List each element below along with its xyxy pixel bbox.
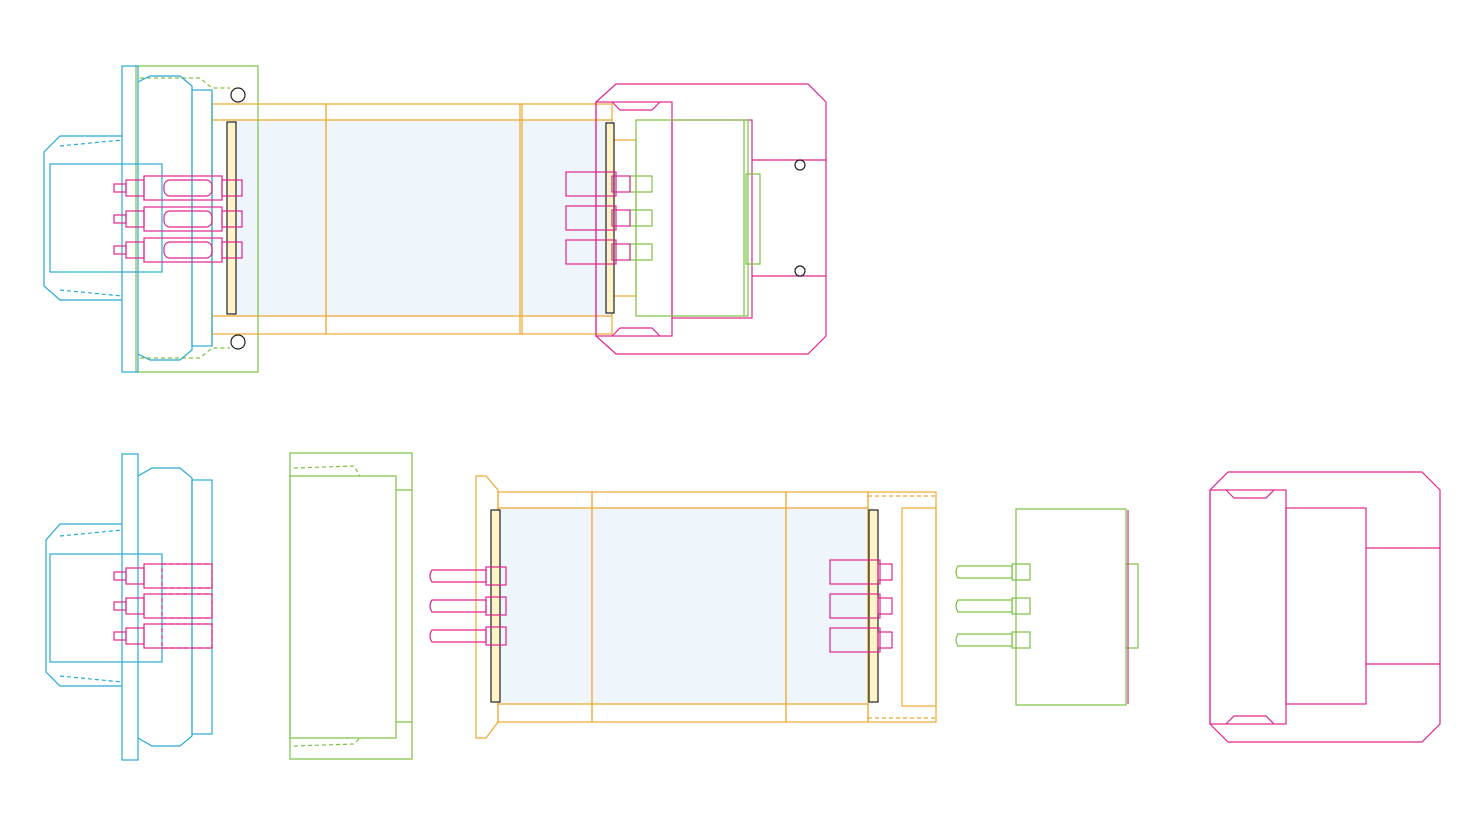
exploded-right-gasket — [868, 509, 879, 703]
exploded-green-pin-insert — [955, 508, 1139, 706]
assembled-orange-adapter-body — [211, 103, 637, 335]
exploded-orange-adapter-body — [429, 475, 937, 739]
exploded-left-pins — [429, 566, 507, 646]
exploded-magenta-cap — [1209, 471, 1441, 743]
assembled-green-pin-insert — [629, 119, 761, 317]
assembled-right-gasket — [605, 122, 615, 314]
assembled-left-gasket — [226, 121, 237, 315]
assembled-view — [43, 65, 827, 373]
assembled-left-contacts — [113, 175, 243, 263]
assembled-locating-pin-top — [230, 87, 246, 103]
assembled-right-sockets — [565, 171, 631, 265]
exploded-cyan-housing — [45, 453, 213, 761]
exploded-right-sockets — [829, 559, 893, 653]
exploded-view — [45, 452, 1441, 761]
exploded-green-backshell — [289, 452, 413, 760]
exploded-left-contacts — [113, 563, 213, 649]
assembled-magenta-cap — [595, 83, 827, 355]
exploded-left-gasket — [490, 509, 501, 703]
assembled-cyan-housing — [43, 65, 213, 373]
assembled-locating-pin-bottom — [230, 334, 246, 350]
